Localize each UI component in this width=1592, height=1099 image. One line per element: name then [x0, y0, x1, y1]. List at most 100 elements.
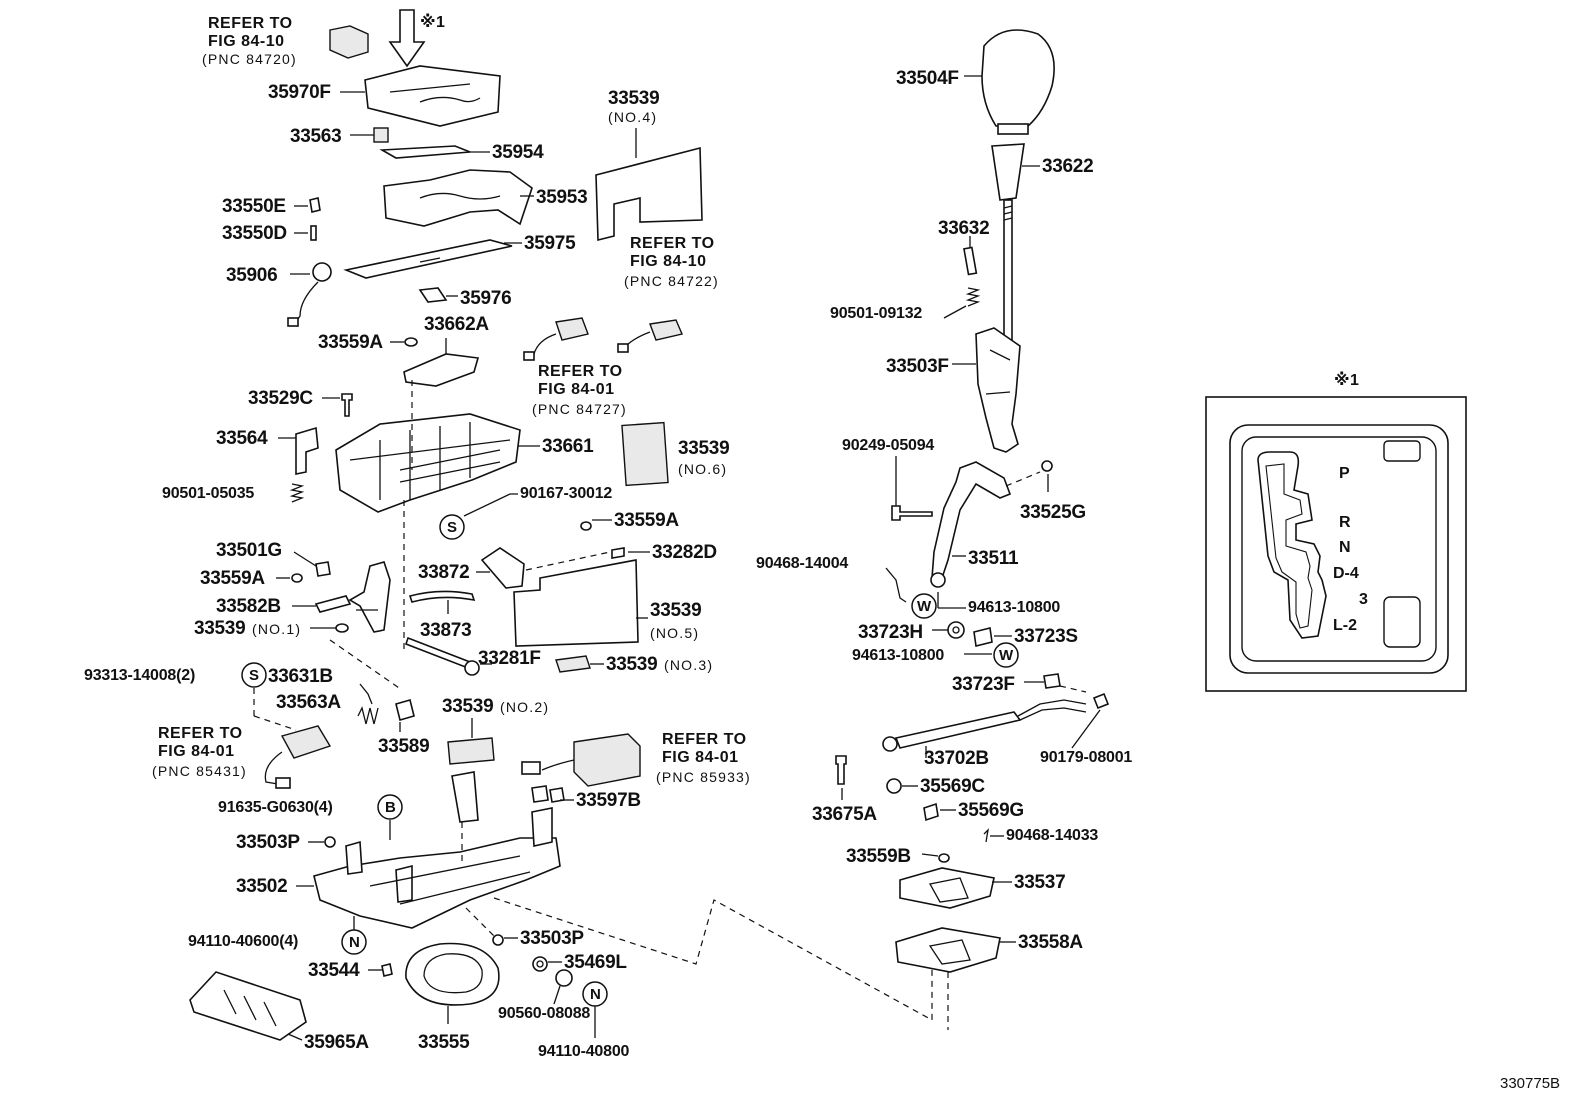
label-94613-10800-bottom: 94613-10800 [852, 647, 944, 664]
ref-line3: (PNC 84722) [624, 273, 719, 289]
shift-gate-slot [1257, 451, 1327, 639]
label-33511: 33511 [968, 548, 1019, 569]
label-33539-no6: 33539 [678, 438, 729, 459]
label-90560-08088: 90560-08088 [498, 1005, 590, 1022]
part-35965A: 35965A [189, 971, 370, 1053]
label-33539-no2-sub: (NO.2) [500, 699, 549, 715]
part-33632: 33632 [938, 218, 990, 276]
part-35975: 35975 [343, 233, 576, 279]
label-35569C: 35569C [920, 776, 985, 797]
label-90167-30012: 90167-30012 [520, 485, 612, 502]
gear-N: N [1339, 539, 1351, 556]
label-35953: 35953 [536, 187, 587, 208]
gear-R: R [1339, 514, 1351, 531]
ref-line3: (PNC 85933) [656, 769, 751, 785]
label-35976: 35976 [460, 288, 511, 309]
label-33582B: 33582B [216, 596, 281, 617]
part-90501-09132: 90501-09132 [830, 287, 981, 322]
label-33282D: 33282D [652, 542, 717, 563]
part-33544: 33544 [308, 960, 393, 981]
part-94110-40600: 94110-40600(4) N [188, 916, 367, 955]
label-33539-no4: 33539 [608, 88, 659, 109]
label-33539-no3-sub: (NO.3) [664, 657, 713, 673]
label-33539-no5-sub: (NO.5) [650, 625, 699, 641]
part-33503F: 33503F [886, 327, 1021, 453]
part-33537: 33537 [899, 867, 1066, 909]
reference-fig-84-01-84727: REFER TO FIG 84-01 (PNC 84727) [523, 317, 626, 417]
part-94613-10800-bottom: 94613-10800 W [852, 642, 1019, 668]
ref-line2: FIG 84-10 [630, 253, 707, 270]
circle-S [439, 514, 465, 540]
part-33558A: 33558A [895, 927, 1084, 1030]
part-33539-no1: 33539 (NO.1) [194, 618, 349, 639]
label-94613-10800-top: 94613-10800 [968, 599, 1060, 616]
detail-marker: ※1 [1334, 371, 1359, 389]
part-33723S: 33723S [973, 626, 1078, 647]
part-35469L: 35469L [532, 952, 628, 973]
label-33559A-left: 33559A [200, 568, 265, 589]
part-33702B: 33702B [882, 699, 1087, 769]
part-33559A-left: 33559A [200, 568, 303, 589]
part-33501G: 33501G [216, 540, 331, 577]
part-33873: 33873 [408, 590, 476, 641]
ref-line2: FIG 84-01 [158, 743, 235, 760]
label-33539-no1-sub: (NO.1) [252, 621, 301, 637]
part-33539-no2: 33539 (NO.2) [442, 696, 549, 765]
label-33539-no3: 33539 [606, 654, 657, 675]
part-33564: 33564 [216, 426, 319, 475]
ref-line1: REFER TO [158, 725, 243, 742]
part-33529C: 33529C [248, 388, 353, 417]
part-35569G: 35569G [923, 800, 1024, 822]
part-33555: 33555 [405, 942, 500, 1053]
gear-P: P [1339, 465, 1350, 482]
svg-text:S: S [249, 667, 259, 684]
diagram-id: 330775B [1500, 1075, 1560, 1092]
label-90249-05094: 90249-05094 [842, 437, 934, 454]
reference-fig-84-01-85933: REFER TO FIG 84-01 (PNC 85933) [521, 731, 751, 787]
label-33631B: 33631B [268, 666, 333, 687]
label-33525G: 33525G [1020, 502, 1086, 523]
part-33631B: 33631B [268, 666, 373, 705]
label-33723H: 33723H [858, 622, 923, 643]
label-33501G: 33501G [216, 540, 282, 561]
part-33503P-top: 33503P [236, 832, 336, 853]
label-33589: 33589 [378, 736, 429, 757]
part-33539-no4: 33539 (NO.4) [595, 88, 703, 242]
svg-text:W: W [917, 598, 932, 615]
svg-text:B: B [385, 799, 396, 816]
label-35569G: 35569G [958, 800, 1024, 821]
part-shift-lock-lever [348, 561, 391, 633]
reference-fig-84-10-84722: REFER TO FIG 84-10 (PNC 84722) [617, 235, 719, 353]
part-33622: 33622 [991, 143, 1094, 201]
part-93313-14008: 93313-14008(2) S [84, 639, 403, 731]
part-90167-30012: S 90167-30012 [439, 485, 613, 540]
part-33539-no3: 33539 (NO.3) [555, 654, 713, 675]
marker-label: ※1 [420, 13, 445, 31]
label-33281F: 33281F [478, 648, 541, 669]
label-33723F: 33723F [952, 674, 1015, 695]
label-33550E: 33550E [222, 196, 286, 217]
label-33539-no1: 33539 [194, 618, 245, 639]
label-33503P-top: 33503P [236, 832, 300, 853]
part-35569C: 35569C [886, 776, 986, 797]
label-33558A: 33558A [1018, 932, 1083, 953]
part-33597B: 33597B [531, 785, 641, 811]
reference-fig-84-01-85431: REFER TO FIG 84-01 (PNC 85431) [152, 725, 332, 789]
circle-W [911, 593, 937, 619]
ref-line1: REFER TO [630, 235, 715, 252]
circle-S-2 [241, 662, 267, 688]
svg-text:W: W [999, 647, 1014, 664]
ref-line1: REFER TO [208, 15, 293, 32]
label-33564: 33564 [216, 428, 268, 449]
part-90249-05094: 90249-05094 [842, 437, 935, 521]
ref-line2: FIG 84-01 [662, 749, 739, 766]
ref-line1: REFER TO [662, 731, 747, 748]
part-33563: 33563 [290, 126, 389, 147]
part-35953: 35953 [383, 169, 588, 227]
svg-text:S: S [447, 519, 457, 536]
part-33502: 33502 [236, 771, 561, 929]
part-33525G: 33525G [1020, 460, 1086, 523]
part-33559B: 33559B [846, 846, 950, 867]
part-33723F: 33723F [952, 673, 1087, 695]
